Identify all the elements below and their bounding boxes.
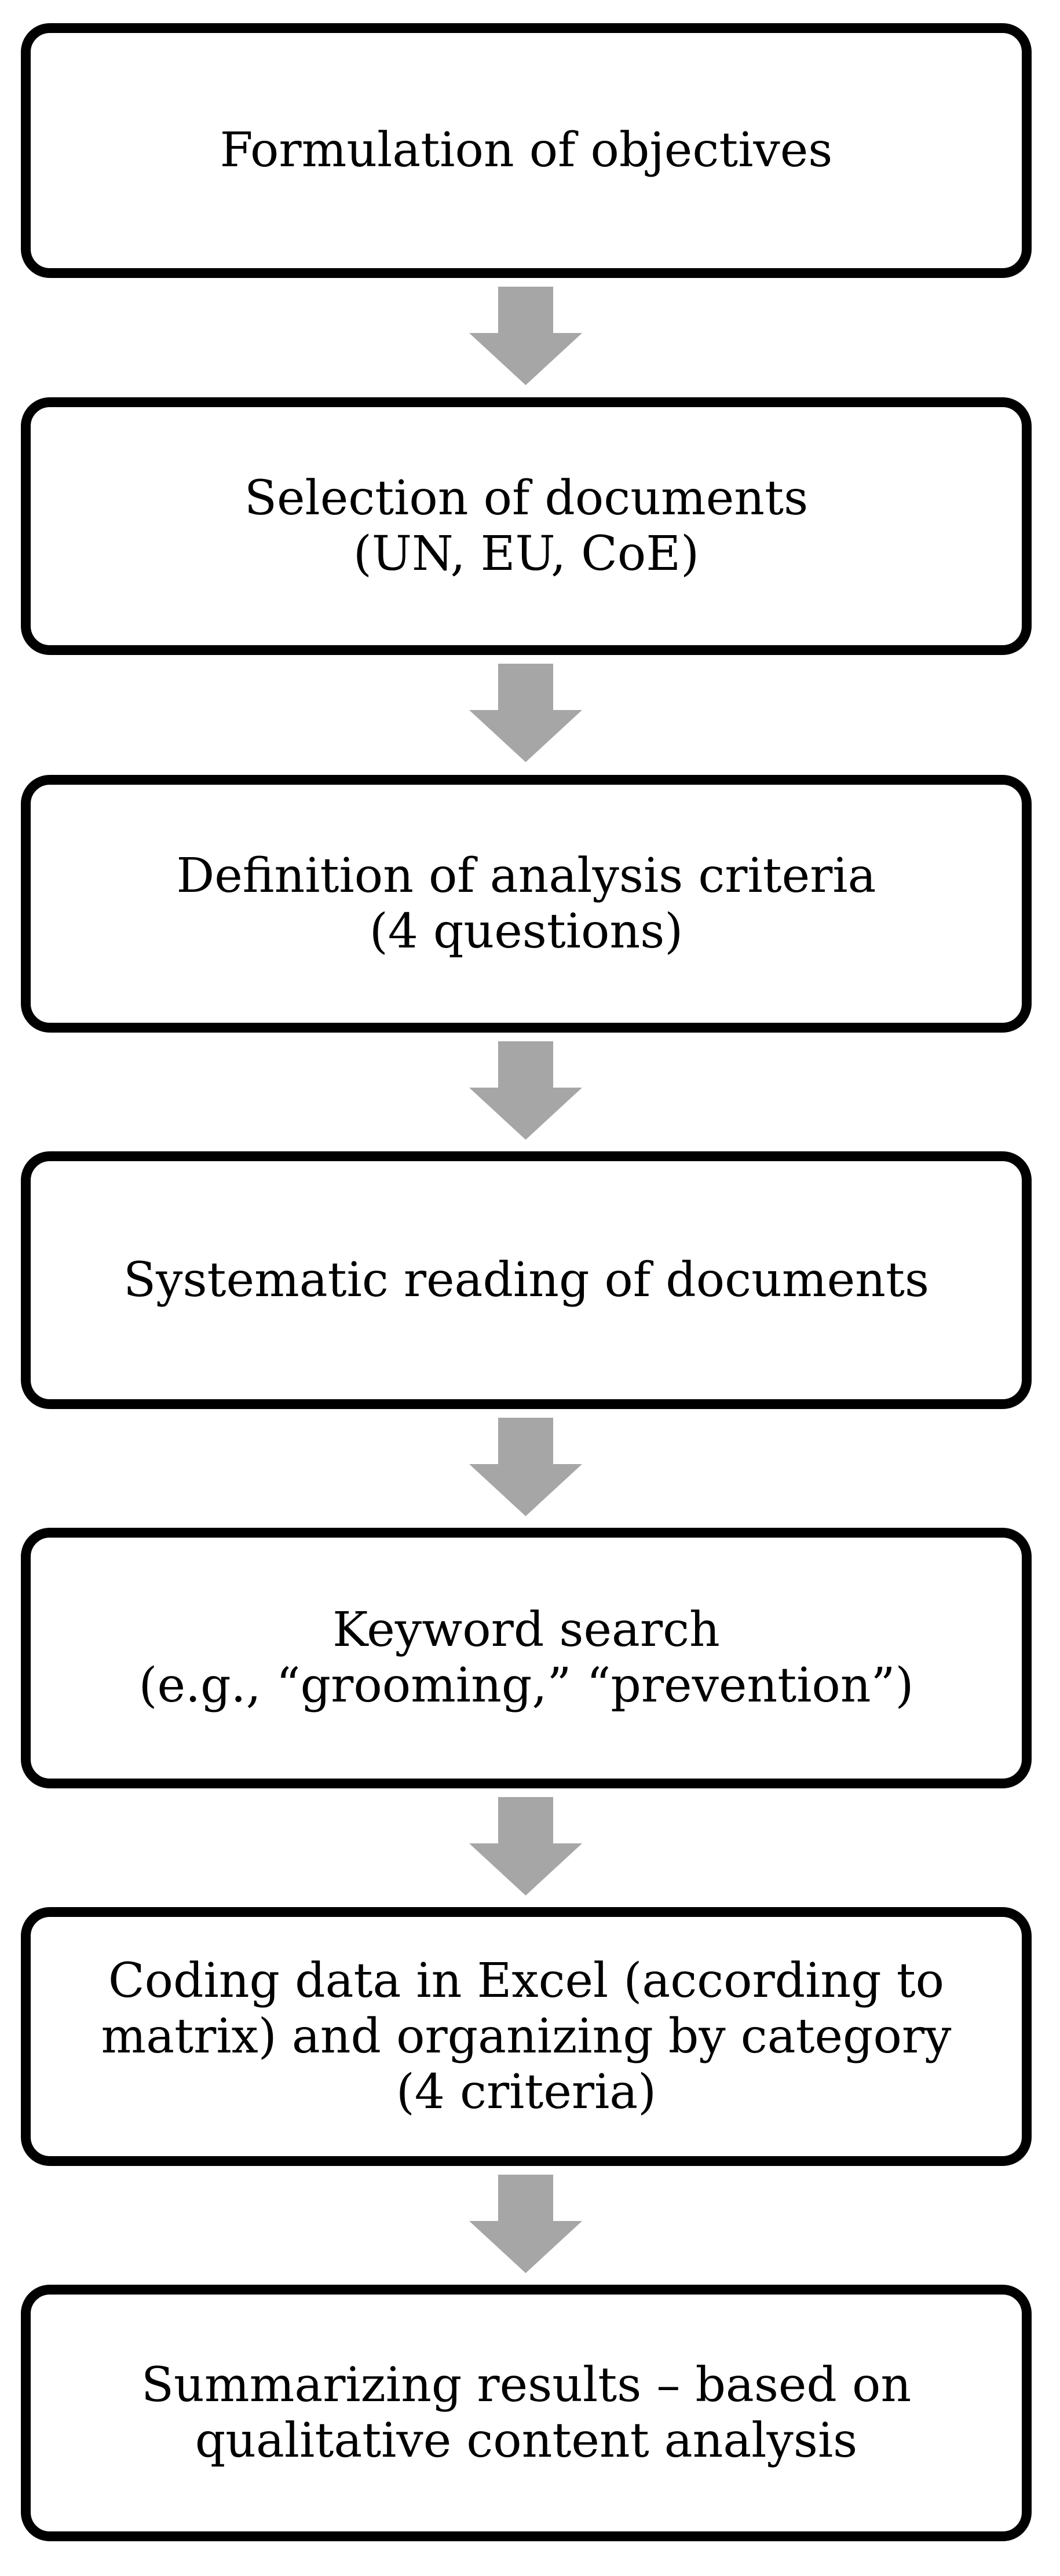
step-selection-of-documents: Selection of documents (UN, EU, CoE) <box>21 397 1032 655</box>
step-systematic-reading: Systematic reading of documents <box>21 1151 1032 1409</box>
step-formulation-of-objectives: Formulation of objectives <box>21 23 1032 278</box>
step-text: Coding data in Excel (according to <box>108 1953 945 2008</box>
step-text: (UN, EU, CoE) <box>353 526 700 581</box>
step-definition-of-analysis-criteria: Definition of analysis criteria (4 quest… <box>21 775 1032 1033</box>
down-arrow-icon <box>469 2175 582 2273</box>
step-text: (4 criteria) <box>396 2064 657 2120</box>
down-arrow-icon <box>469 287 582 385</box>
step-text: Formulation of objectives <box>220 123 833 178</box>
down-arrow-icon <box>469 1418 582 1516</box>
step-text: Keyword search <box>332 1602 720 1657</box>
step-text: qualitative content analysis <box>195 2413 858 2468</box>
step-text: Summarizing results – based on <box>141 2357 912 2413</box>
step-text: Selection of documents <box>244 470 809 526</box>
step-summarizing-results: Summarizing results – based on qualitati… <box>21 2285 1032 2541</box>
step-text: Systematic reading of documents <box>123 1252 930 1308</box>
step-keyword-search: Keyword search (e.g., “grooming,” “preve… <box>21 1528 1032 1788</box>
step-text: (4 questions) <box>369 903 683 959</box>
step-text: Definition of analysis criteria <box>176 848 876 903</box>
down-arrow-icon <box>469 664 582 762</box>
down-arrow-icon <box>469 1797 582 1896</box>
step-coding-data-in-excel: Coding data in Excel (according to matri… <box>21 1907 1032 2166</box>
step-text: (e.g., “grooming,” “prevention”) <box>138 1658 914 1713</box>
step-text: matrix) and organizing by category <box>101 2008 952 2064</box>
down-arrow-icon <box>469 1041 582 1140</box>
